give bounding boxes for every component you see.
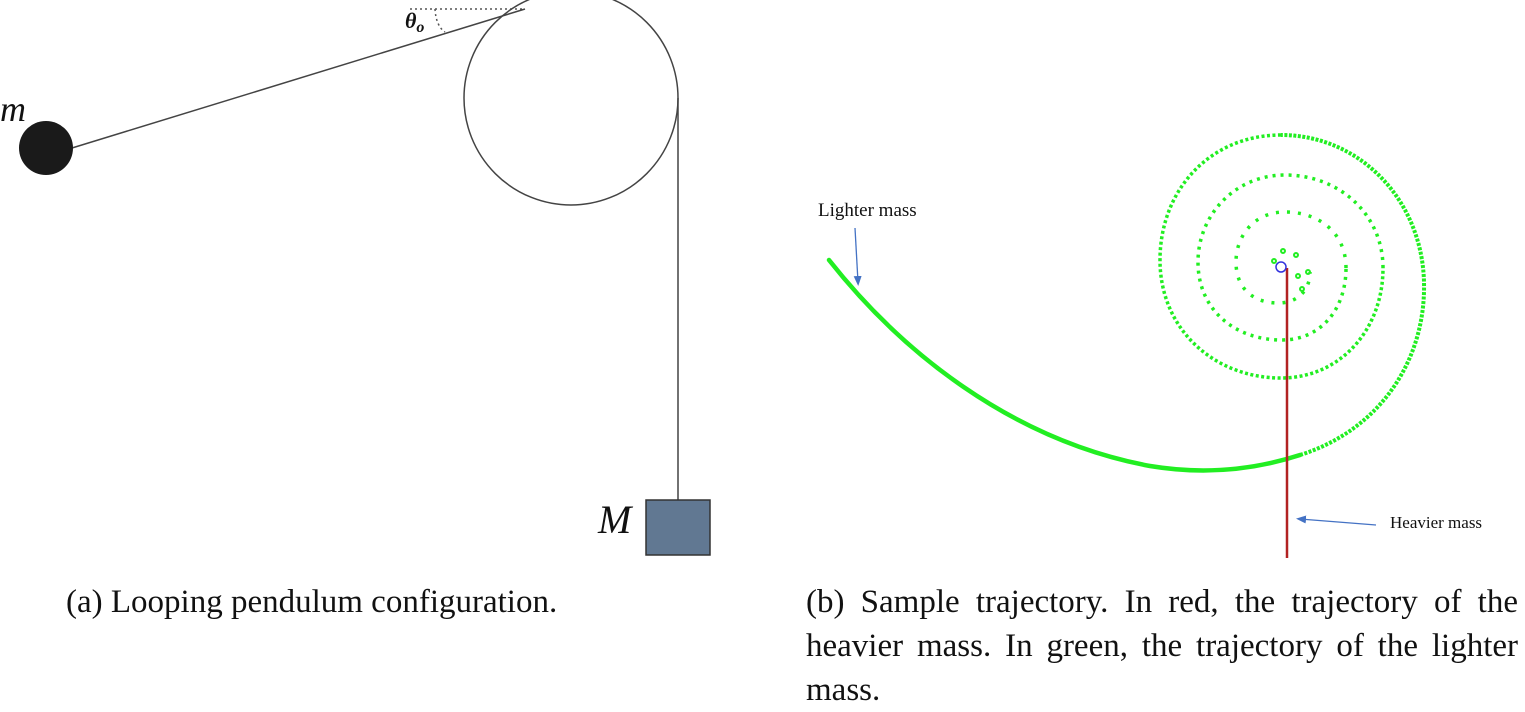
light-mass-ball xyxy=(19,121,73,175)
heavier-mass-annotation: Heavier mass xyxy=(1390,513,1483,532)
pivot-marker xyxy=(1275,261,1287,273)
trajectory-plot xyxy=(826,133,1427,558)
light-mass-label: m xyxy=(0,89,26,129)
heavy-mass-label: M xyxy=(598,497,632,542)
lighter-trajectory-ring-2 xyxy=(1196,173,1385,342)
lighter-trajectory-ring-inner xyxy=(1271,248,1311,292)
lighter-trajectory-ring-3 xyxy=(1234,210,1348,305)
lighter-trajectory-tail xyxy=(826,257,1303,473)
pendulum-diagram xyxy=(19,0,711,556)
caption-figure-a: (a) Looping pendulum configuration. xyxy=(66,584,558,620)
figure-b-sample-trajectory: Lighter mass Heavier mass xyxy=(818,133,1483,558)
angle-symbol: θ xyxy=(405,8,417,33)
angle-subscript: o xyxy=(416,19,425,36)
figure-a-pendulum-configuration: m M θo xyxy=(0,0,760,570)
lighter-trajectory-outer-right xyxy=(1280,133,1427,457)
lighter-trajectory-outer-left xyxy=(1158,133,1385,380)
heavy-mass-block xyxy=(645,499,711,556)
heavier-mass-arrow xyxy=(1296,515,1377,526)
caption-figure-b: (b) Sample trajectory. In red, the traje… xyxy=(806,584,1518,708)
lighter-mass-arrow xyxy=(853,227,862,286)
lighter-mass-annotation: Lighter mass xyxy=(818,200,917,221)
string-light-side xyxy=(71,8,526,149)
angle-label: θo xyxy=(405,8,424,37)
